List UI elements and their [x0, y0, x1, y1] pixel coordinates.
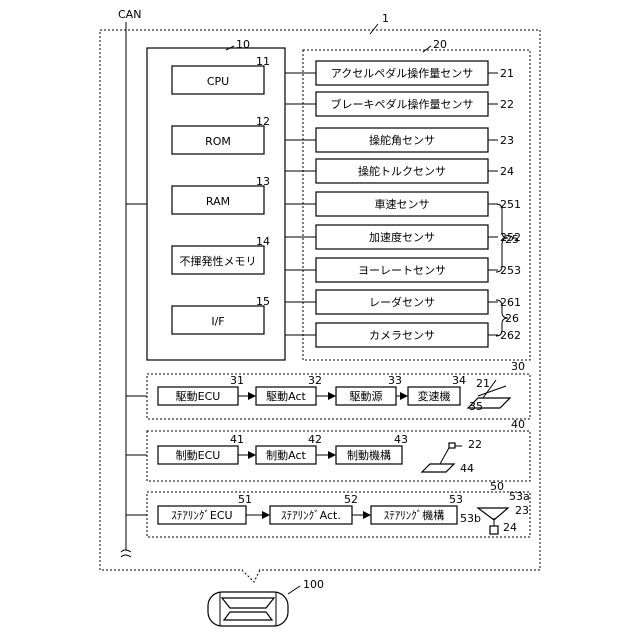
steering-label: ｽﾃｱﾘﾝｸﾞAct.	[281, 509, 341, 522]
sensor-ref: 21	[500, 67, 514, 80]
brake-unit: 制動機構43	[336, 433, 408, 464]
steering-wheel-ref: 53a	[509, 490, 530, 503]
cpu-label: CPU	[207, 75, 229, 88]
sensor-row: カメラセンサ 262	[285, 323, 521, 347]
sensor-ref: 253	[500, 264, 521, 277]
steering-unit: ｽﾃｱﾘﾝｸﾞ機構 53	[371, 493, 463, 524]
steering-unit: ｽﾃｱﾘﾝｸﾞECU 51	[158, 493, 269, 524]
sensor-row: アクセルペダル操作量センサ 21	[285, 61, 514, 85]
sensor-row: ブレーキペダル操作量センサ 22	[285, 92, 514, 116]
drive-unit: 駆動Act32	[256, 374, 335, 405]
if-label: I/F	[211, 315, 224, 328]
sensor-label: 操舵角センサ	[369, 133, 435, 147]
sensor-label: レーダセンサ	[369, 295, 435, 309]
drive-ref: 32	[308, 374, 322, 387]
brake-pedal-icon	[422, 443, 462, 472]
drive-ref: 34	[452, 374, 466, 387]
can-bus-label: CAN	[118, 8, 141, 21]
sensor-row: 操舵トルクセンサ 24	[285, 159, 514, 183]
steering-ref: 51	[238, 493, 252, 506]
sensor-group-ref-leader	[423, 46, 431, 52]
nvm-ref: 14	[256, 235, 270, 248]
brake-pedal-ref: 22	[468, 438, 482, 451]
sensor-label: ブレーキペダル操作量センサ	[331, 97, 474, 111]
drive-ref: 31	[230, 374, 244, 387]
ram-ref: 13	[256, 175, 270, 188]
drive-unit: 変速機34	[408, 374, 466, 405]
brake-ref: 41	[230, 433, 244, 446]
drive-chain: 駆動ECU 31 駆動Act32 駆動源 33 変速機34	[158, 374, 466, 405]
rom-label: ROM	[205, 135, 231, 148]
sensor-list: アクセルペダル操作量センサ21ブレーキペダル操作量センサ22操舵角センサ23操舵…	[285, 61, 521, 347]
brake-group-ref: 40	[511, 418, 525, 431]
vehicle-ref-leader	[288, 586, 300, 594]
steering-ref: 52	[344, 493, 358, 506]
brake-unit: 制動Act42	[256, 433, 335, 464]
brake-unit: 制動ECU 41	[158, 433, 255, 464]
steering-shaft-ref: 53b	[460, 512, 481, 525]
vehicle-ref: 100	[303, 578, 324, 591]
sensor-label: ヨーレートセンサ	[358, 264, 446, 277]
drive-label: 駆動ECU	[176, 389, 221, 403]
sensor-ref: 261	[500, 296, 521, 309]
sensor-group-26-ref: 26	[505, 312, 519, 325]
steering-group-ref: 50	[490, 480, 504, 493]
steering-label: ｽﾃｱﾘﾝｸﾞECU	[171, 509, 232, 522]
drive-label: 変速機	[418, 389, 451, 403]
steering-label: ｽﾃｱﾘﾝｸﾞ機構	[384, 508, 445, 522]
sensor-row: 操舵角センサ 23	[285, 128, 514, 152]
can-bus-break-icon	[121, 550, 131, 557]
callout-tail	[242, 570, 260, 582]
brake-chain: 制動ECU41制動Act42制動機構43	[158, 433, 408, 464]
sensor-row: 加速度センサ252	[285, 225, 521, 249]
sensor-label: アクセルペダル操作量センサ	[331, 66, 473, 80]
drive-lever-ref: 35	[469, 400, 483, 413]
sensor-row: 車速センサ 251	[285, 192, 521, 216]
steering-chain: ｽﾃｱﾘﾝｸﾞECU 51 ｽﾃｱﾘﾝｸﾞAct.52 ｽﾃｱﾘﾝｸﾞ機構 53	[158, 493, 463, 524]
vehicle-car-icon	[208, 592, 288, 626]
sensor-ref: 262	[500, 329, 521, 342]
sensor-row: レーダセンサ 261	[285, 290, 521, 314]
drive-label: 駆動Act	[266, 389, 306, 403]
steering-unit: ｽﾃｱﾘﾝｸﾞAct.52	[270, 493, 370, 524]
steering-torque-ref: 24	[503, 521, 517, 534]
brake-label: 制動機構	[347, 448, 391, 462]
brake-label: 制動ECU	[176, 448, 221, 462]
nvm-label: 不揮発性メモリ	[180, 254, 257, 268]
steering-angle-ref: 23	[515, 504, 529, 517]
sensor-group-25-ref: 25	[505, 233, 519, 246]
system-ref: 1	[382, 12, 389, 25]
sensor-label: 操舵トルクセンサ	[358, 164, 446, 178]
drive-ref: 33	[388, 374, 402, 387]
if-ref: 15	[256, 295, 270, 308]
brake-ref: 43	[394, 433, 408, 446]
sensor-ref: 251	[500, 198, 521, 211]
sensor-ref: 22	[500, 98, 514, 111]
sensor-label: カメラセンサ	[369, 329, 435, 342]
sensor-row: ヨーレートセンサ 253	[285, 258, 521, 282]
brake-ref: 42	[308, 433, 322, 446]
brake-label: 制動Act	[266, 448, 306, 462]
system-ref-leader	[370, 24, 378, 34]
sensor-ref: 24	[500, 165, 514, 178]
drive-label: 駆動源	[350, 389, 383, 403]
controller-ref: 10	[236, 38, 250, 51]
sensor-label: 加速度センサ	[369, 230, 435, 244]
ram-label: RAM	[206, 195, 230, 208]
drive-group-ref: 30	[511, 360, 525, 373]
cpu-ref: 11	[256, 55, 270, 68]
drive-unit: 駆動ECU 31	[158, 374, 255, 405]
steering-ref: 53	[449, 493, 463, 506]
sensor-ref: 23	[500, 134, 514, 147]
sensor-label: 車速センサ	[375, 197, 430, 211]
brake-base-ref: 44	[460, 462, 474, 475]
drive-unit: 駆動源 33	[336, 374, 407, 405]
rom-ref: 12	[256, 115, 270, 128]
sensor-group-ref: 20	[433, 38, 447, 51]
drive-pedal-ref: 21	[476, 377, 490, 390]
